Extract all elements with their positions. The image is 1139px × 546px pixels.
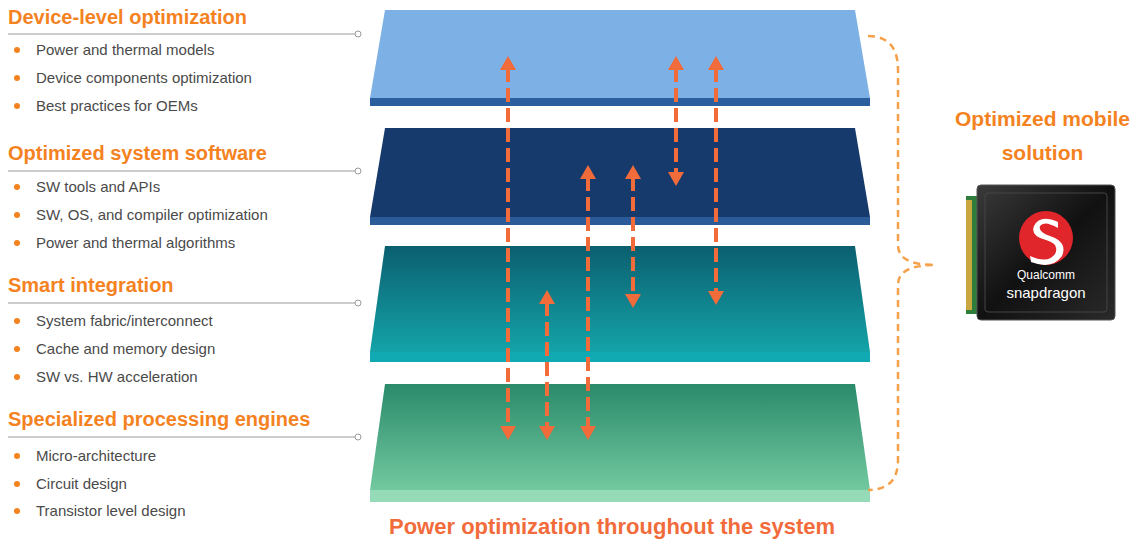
arrowhead <box>668 56 684 70</box>
chip-brand: snapdragon <box>986 284 1106 301</box>
side-label: Optimized mobile solution <box>955 102 1130 169</box>
bullet-item: Micro-architecture <box>36 447 156 464</box>
layer-slab <box>370 128 870 217</box>
bullet-item: SW, OS, and compiler optimization <box>36 206 268 223</box>
arrowhead <box>580 165 596 179</box>
bullet-item: SW tools and APIs <box>36 178 160 195</box>
bullet-dot <box>14 508 20 514</box>
leader-line <box>8 303 355 304</box>
chip-inset <box>985 193 1107 312</box>
arrowhead <box>625 165 641 179</box>
dashed-arrow <box>586 177 590 428</box>
layer-slab <box>370 384 870 490</box>
section-heading: Optimized system software <box>8 142 267 165</box>
bullet-item: Cache and memory design <box>36 340 215 357</box>
layer-slab <box>370 10 870 98</box>
bullet-item: Best practices for OEMs <box>36 97 198 114</box>
leader-line <box>8 171 355 172</box>
layer-edge <box>370 352 870 362</box>
arrowhead <box>539 426 555 440</box>
dashed-arrow <box>545 302 549 428</box>
leader-line <box>8 437 355 438</box>
bullet-item: SW vs. HW acceleration <box>36 368 198 385</box>
section-heading: Smart integration <box>8 274 174 297</box>
leader-end <box>355 300 361 306</box>
bullet-dot <box>14 346 20 352</box>
bullet-dot <box>14 240 20 246</box>
section-heading: Device-level optimization <box>8 6 247 29</box>
chip-body <box>977 185 1115 320</box>
snapdragon-logo <box>1019 211 1073 265</box>
bullet-dot <box>14 103 20 109</box>
bullet-item: Transistor level design <box>36 502 186 519</box>
arrowhead <box>500 56 516 70</box>
leader-lines <box>8 31 361 440</box>
arrowhead <box>668 172 684 186</box>
bullet-item: Device components optimization <box>36 69 252 86</box>
section-heading: Specialized processing engines <box>8 408 310 431</box>
arrowhead <box>708 56 724 70</box>
bullet-dot <box>14 47 20 53</box>
bullet-dot <box>14 374 20 380</box>
dashed-arrow <box>631 177 635 296</box>
layer-edge <box>370 98 870 106</box>
leader-end <box>355 168 361 174</box>
dashed-arrow <box>506 68 510 428</box>
arrowhead <box>500 426 516 440</box>
arrowhead <box>625 294 641 308</box>
caption: Power optimization throughout the system <box>389 514 835 540</box>
layer-edge <box>370 490 870 502</box>
bullet-item: Power and thermal algorithms <box>36 234 235 251</box>
dashed-arrow <box>714 68 718 293</box>
bullet-item: Power and thermal models <box>36 41 214 58</box>
arrowhead <box>539 290 555 304</box>
bullet-item: System fabric/interconnect <box>36 312 213 329</box>
dashed-arrow <box>674 68 678 174</box>
leader-end <box>355 31 361 37</box>
layer-slab <box>370 246 870 352</box>
bullet-item: Circuit design <box>36 475 127 492</box>
bullet-dot <box>14 75 20 81</box>
bullet-dot <box>14 318 20 324</box>
arrowhead <box>580 426 596 440</box>
power-arrows <box>500 56 724 440</box>
pcb-contacts <box>966 200 972 310</box>
chip-brand: Qualcomm <box>986 268 1106 282</box>
bullet-dot <box>14 212 20 218</box>
leader-line <box>8 34 355 35</box>
bullet-dot <box>14 453 20 459</box>
bullet-dot <box>14 481 20 487</box>
layer-edge <box>370 217 870 225</box>
bracket <box>868 36 935 490</box>
logo-mark <box>1030 219 1064 265</box>
arrowhead <box>708 291 724 305</box>
bullet-dot <box>14 184 20 190</box>
leader-end <box>355 434 361 440</box>
